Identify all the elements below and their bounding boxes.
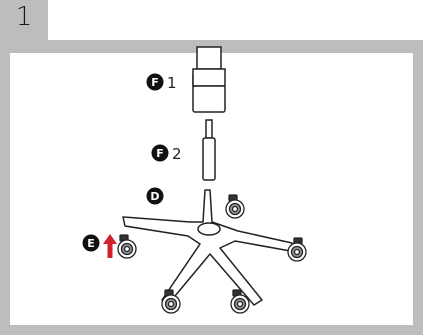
caster-4: [161, 289, 181, 314]
caster-1: [225, 194, 245, 219]
label-E: E: [82, 234, 100, 252]
label-D-letter: D: [150, 190, 159, 203]
telescopic-cover: [202, 119, 216, 181]
caster-3: [287, 237, 307, 262]
insert-arrow-icon: [103, 234, 117, 258]
label-F1-number: 1: [167, 74, 177, 92]
label-F2-letter: F: [156, 147, 164, 160]
label-F1-letter: F: [151, 76, 159, 89]
gas-lift-cylinder: [192, 46, 226, 113]
caster-2: [117, 234, 137, 259]
label-F1: F 1: [146, 73, 177, 92]
label-E-letter: E: [87, 237, 95, 250]
step-number: 1: [15, 2, 33, 32]
caster-5: [230, 289, 250, 314]
label-D: D: [146, 187, 164, 205]
label-F2: F 2: [151, 144, 182, 163]
step-tab: 1: [0, 0, 48, 40]
label-F2-number: 2: [172, 145, 182, 163]
star-base: [122, 189, 297, 306]
